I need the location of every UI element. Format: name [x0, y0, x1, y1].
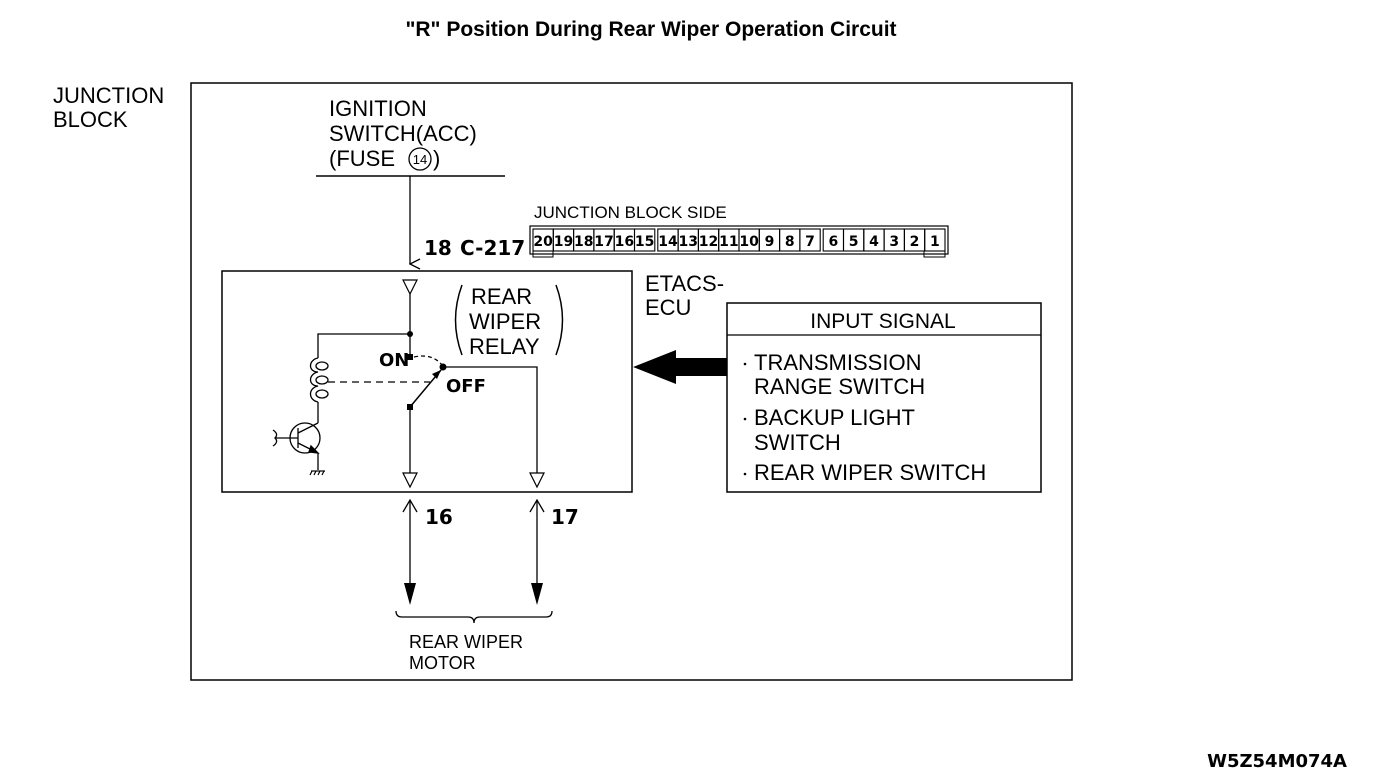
output-16-arrow	[402, 498, 418, 605]
relay-label-right-paren	[555, 284, 564, 356]
connector-pin-number: 8	[785, 234, 795, 250]
figure-code: W5Z54M074A	[1207, 751, 1347, 772]
ground-icon	[309, 470, 325, 476]
off-contact	[407, 404, 413, 410]
bullet	[743, 362, 747, 366]
etacs-ecu-box	[221, 270, 633, 493]
fuse-label-suffix: )	[433, 146, 440, 171]
connector-id: C-217	[460, 236, 525, 260]
on-label: ON	[379, 350, 409, 371]
relay-label-line3: RELAY	[469, 334, 540, 359]
on-contact	[407, 354, 413, 360]
motor-label-line2: MOTOR	[409, 653, 476, 673]
switch-arm-arrowhead	[432, 370, 441, 379]
fuse-label-prefix: (FUSE	[329, 146, 395, 171]
ecu-label-line2: ECU	[645, 295, 691, 320]
relay-label-left-paren	[454, 284, 463, 356]
connector-pin-number: 1	[930, 234, 940, 250]
feed-pin-label: 18	[424, 236, 452, 260]
connector-pin-cell	[799, 228, 821, 252]
diagram-title: "R" Position During Rear Wiper Operation…	[405, 18, 896, 41]
junction-block-frame	[190, 82, 1073, 681]
connector-pin-cell	[924, 228, 946, 252]
input-item-1-line1: TRANSMISSION	[754, 350, 921, 375]
terminal-top-triangle	[402, 279, 418, 296]
connector-pin-number: 11	[719, 234, 738, 250]
input-item-2-line2: SWITCH	[754, 430, 841, 455]
connector-pin-number: 14	[658, 234, 678, 250]
coil-feed-wire	[317, 333, 410, 358]
bullet	[743, 417, 747, 421]
input-item-3: REAR WIPER SWITCH	[754, 460, 986, 485]
connector-pin-number: 6	[828, 234, 838, 250]
connector-pin-number: 12	[699, 234, 718, 250]
connector-pin-number: 20	[533, 234, 553, 250]
connector-key-right	[923, 251, 946, 258]
output-17-arrow	[529, 498, 545, 605]
ignition-label-line1: IGNITION	[329, 96, 427, 121]
relay-label-line2: WIPER	[469, 309, 541, 334]
relay-label-line1: REAR	[471, 284, 532, 309]
connector-side-label: JUNCTION BLOCK SIDE	[534, 203, 727, 222]
connector-pin-number: 2	[910, 234, 920, 250]
connector-pin-number: 17	[594, 234, 613, 250]
input-item-2-line1: BACKUP LIGHT	[754, 405, 915, 430]
bullet	[743, 472, 747, 476]
connector-outline	[529, 225, 949, 255]
input-item-1-line2: RANGE SWITCH	[754, 374, 925, 399]
input-signal-header: INPUT SIGNAL	[810, 310, 955, 333]
fuse-number-circle	[408, 147, 432, 171]
wire-to-17	[443, 366, 538, 473]
output-pin-17: 17	[551, 505, 579, 529]
connector-pin-number: 13	[679, 234, 698, 250]
junction-block-label-line2: BLOCK	[53, 107, 128, 132]
off-label: OFF	[446, 376, 486, 397]
motor-label-line1: REAR WIPER	[409, 632, 523, 652]
input-arrow-icon	[633, 350, 727, 384]
transistor-icon	[272, 422, 321, 454]
connector-pin-number: 3	[889, 234, 899, 250]
connector-pin-number: 19	[554, 234, 573, 250]
connector-key-left	[532, 251, 554, 258]
ignition-label-line2: SWITCH(ACC)	[329, 121, 477, 146]
connector-pin-number: 16	[615, 234, 634, 250]
connector-pin-number: 5	[849, 234, 859, 250]
input-signal-box	[726, 302, 1042, 493]
relay-coil-icon	[309, 357, 329, 403]
connector-pin-number: 4	[869, 234, 879, 250]
ecu-label-line1: ETACS-	[645, 271, 724, 296]
connector-pin-number: 7	[805, 234, 815, 250]
connector-pin-number: 9	[765, 234, 775, 250]
fuse-number: 14	[413, 152, 427, 167]
on-travel-dashed	[413, 355, 443, 366]
connector-pin-number: 15	[635, 234, 654, 250]
motor-brace	[395, 610, 553, 624]
terminal-16-triangle	[402, 472, 418, 489]
output-pin-16: 16	[425, 505, 453, 529]
connector-pin-number: 10	[739, 234, 759, 250]
connector-pin-cell	[633, 228, 656, 252]
junction-block-label-line1: JUNCTION	[53, 83, 164, 108]
connector-pin-number: 18	[574, 234, 593, 250]
terminal-17-triangle	[529, 472, 545, 489]
